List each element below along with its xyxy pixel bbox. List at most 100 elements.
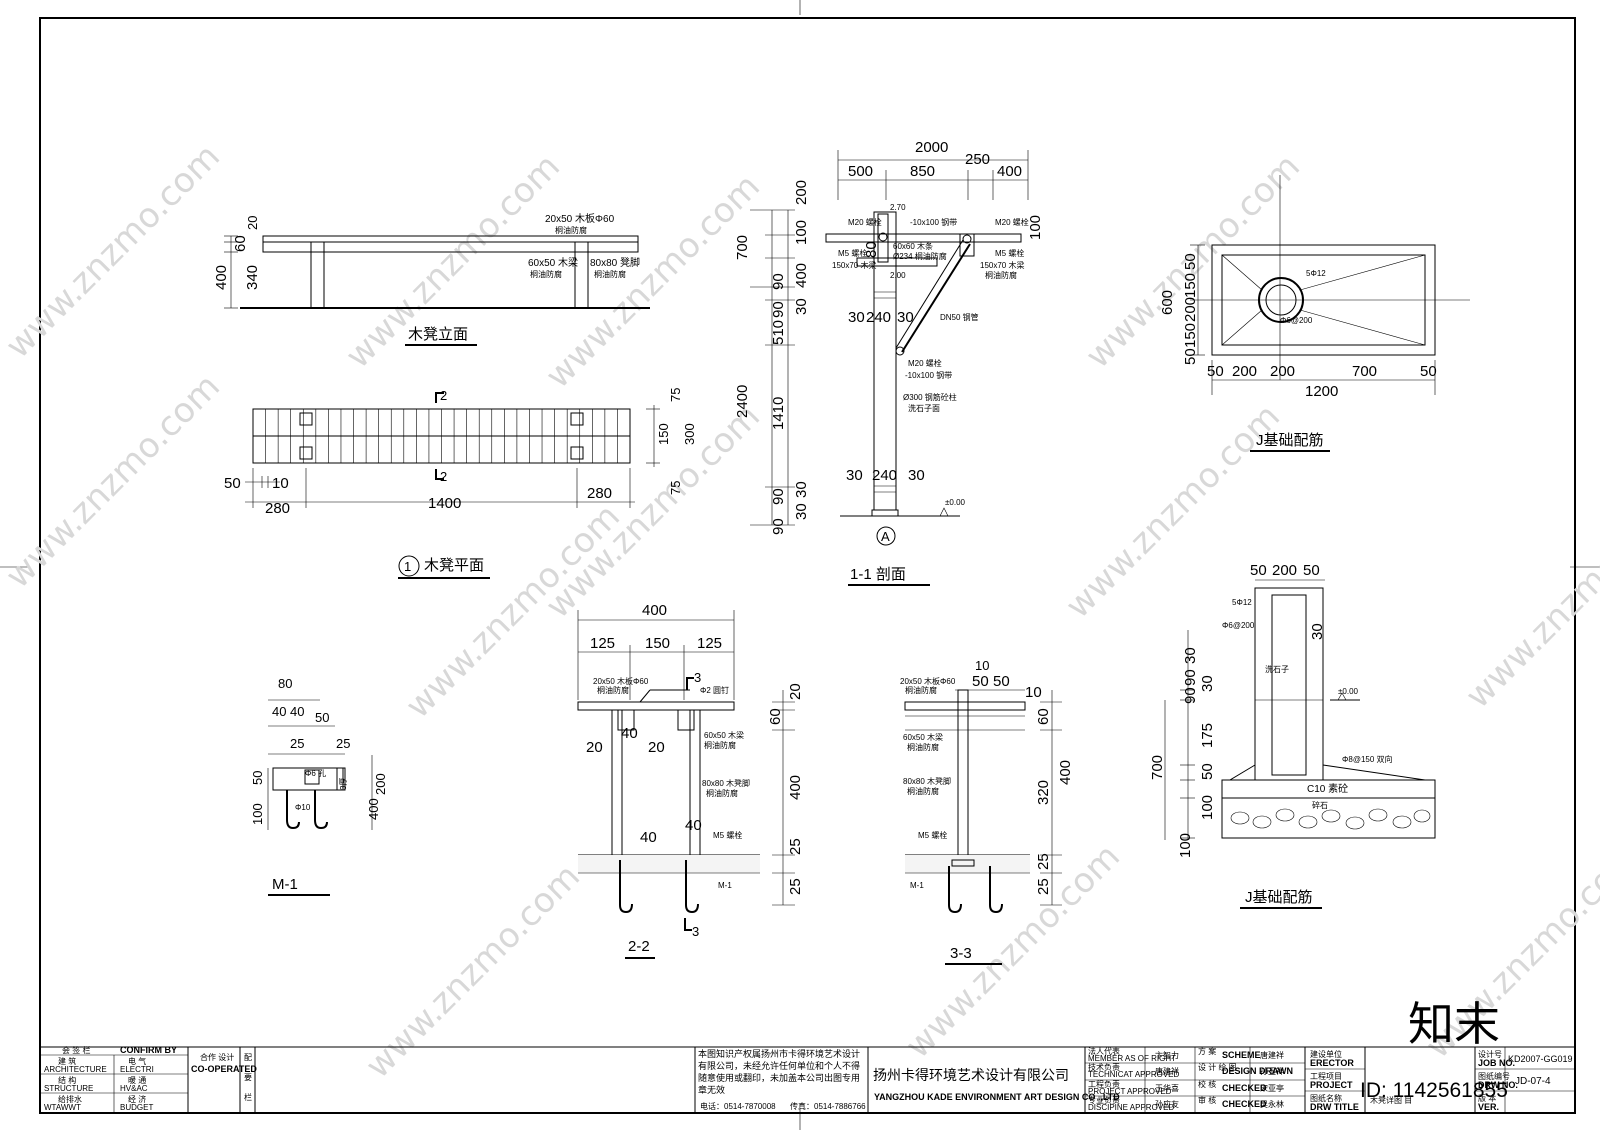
material-note: 桐油防腐 bbox=[907, 742, 939, 752]
dim-label: 700 bbox=[1352, 363, 1377, 380]
role-cell: 校 核 bbox=[1198, 1079, 1216, 1089]
material-note: 80x80 木凳脚 bbox=[702, 778, 750, 788]
material-note: 60x50 木梁 bbox=[528, 256, 578, 269]
tb-label: 电 气 bbox=[128, 1056, 146, 1066]
role-cell: 方 案 bbox=[1198, 1046, 1216, 1056]
dim-label: 400 bbox=[213, 265, 230, 290]
section-2-2-view: 400 125 150 125 20 60 400 25 25 40 20 20 bbox=[577, 602, 804, 959]
dim-label: 50 bbox=[1182, 253, 1199, 270]
dim-label: 50 bbox=[1182, 348, 1199, 365]
view-title: 2-2 bbox=[628, 938, 650, 955]
tb-label: 暖 通 bbox=[128, 1075, 146, 1085]
section-mark: 2 bbox=[440, 388, 447, 403]
section-mark: 2 bbox=[440, 469, 447, 484]
role-cell: 宋亚亭 bbox=[1260, 1083, 1284, 1093]
dim-label: 400 bbox=[642, 602, 667, 619]
tb-label: 建设单位 bbox=[1310, 1049, 1342, 1059]
dim-label: 2.00 bbox=[890, 271, 906, 280]
gravel-hatch bbox=[1230, 808, 1431, 830]
dim-label: 90 bbox=[1182, 669, 1199, 686]
job-number: KD2007-GG019 bbox=[1508, 1054, 1573, 1064]
dim-label: 500 bbox=[848, 163, 873, 180]
view-index: 1 bbox=[404, 559, 411, 574]
section-mark: 3 bbox=[692, 924, 699, 939]
role-cell: 唐建祥 bbox=[1260, 1050, 1284, 1060]
material-note: 洗石子面 bbox=[908, 403, 940, 413]
material-note: 桐油防腐 bbox=[985, 270, 1017, 280]
dim-label: 20 bbox=[648, 739, 665, 756]
dim-label: 400 bbox=[366, 798, 381, 820]
watermark-text: www.znzmo.com bbox=[538, 166, 768, 396]
role-cell: TECHNICAT APPROVED bbox=[1088, 1070, 1180, 1079]
dim-label: 340 bbox=[244, 265, 261, 290]
dim-label: 100 bbox=[250, 803, 265, 825]
dim-label: 1410 bbox=[770, 397, 787, 430]
dim-label: 25 bbox=[1035, 853, 1052, 870]
material-note: Ø300 钢筋砼柱 bbox=[903, 392, 957, 402]
ground-hatch bbox=[578, 855, 760, 874]
material-note: 20x50 木板Φ60 bbox=[545, 212, 615, 225]
dim-label: 30 bbox=[846, 467, 863, 484]
tb-label: BUDGET bbox=[120, 1103, 153, 1112]
view-title: J基础配筋 bbox=[1245, 889, 1313, 906]
dim-label: 100 bbox=[1027, 215, 1044, 240]
view-title: M-1 bbox=[272, 876, 298, 893]
role-cell: 唐建祥 bbox=[1155, 1066, 1179, 1076]
dim-label: 2400 bbox=[734, 385, 751, 418]
material-note: Φ2 圆钉 bbox=[700, 685, 729, 695]
dim-label: 90 bbox=[770, 488, 787, 505]
tb-label: 栏 bbox=[244, 1092, 252, 1102]
dim-label: 150 bbox=[656, 423, 671, 445]
dim-label: 175 bbox=[1199, 723, 1216, 748]
dim-label: 400 bbox=[997, 163, 1022, 180]
dim-label: 30 bbox=[793, 298, 810, 315]
dim-label: 150 bbox=[645, 635, 670, 652]
dim-label: 90 bbox=[770, 301, 787, 318]
dim-label: 1200 bbox=[1305, 383, 1338, 400]
dim-label: 240 bbox=[866, 309, 891, 326]
dim-label: 60 bbox=[1035, 708, 1052, 725]
dim-label: 10 bbox=[975, 658, 989, 673]
material-note: Φ6@200 bbox=[1280, 316, 1313, 325]
dim-label: 25 bbox=[1035, 878, 1052, 895]
material-note: M20 螺栓 bbox=[848, 217, 882, 227]
dim-label: 25 bbox=[787, 838, 804, 855]
dim-label: 80 bbox=[278, 676, 292, 691]
dim-label: 510 bbox=[770, 320, 787, 345]
tb-label: 给排水 bbox=[58, 1094, 82, 1104]
material-note: ±0.00 bbox=[1338, 687, 1359, 696]
watermark-text: www.znzmo.com bbox=[358, 856, 588, 1086]
tb-label: 图纸编号 bbox=[1478, 1071, 1510, 1081]
tb-label: 图纸名称 bbox=[1310, 1093, 1342, 1103]
dim-label: 2.70 bbox=[890, 203, 906, 212]
material-note: Φ6 孔 bbox=[305, 769, 326, 778]
section-3-3-view: 10 50 50 10 60 320 400 25 25 20x50 木板Φ60… bbox=[900, 658, 1074, 965]
dim-label: 1400 bbox=[428, 495, 461, 512]
tb-label: 设计号 bbox=[1478, 1049, 1502, 1059]
role-cell: 吴永林 bbox=[1260, 1099, 1284, 1109]
company-name-en: YANGZHOU KADE ENVIRONMENT ART DESIGN CO … bbox=[874, 1092, 1120, 1102]
tb-label: 传真：0514-7886766 bbox=[790, 1101, 866, 1111]
dim-label: 30 bbox=[848, 309, 865, 326]
view-title: J基础配筋 bbox=[1256, 432, 1324, 449]
material-note: Φ10 bbox=[295, 803, 311, 812]
material-note: 桐油防腐 bbox=[905, 685, 937, 695]
material-note: M-1 bbox=[718, 881, 732, 890]
material-note: 桐油防腐 bbox=[706, 788, 738, 798]
material-note: M20 螺栓 bbox=[995, 217, 1029, 227]
material-note: 洗石子 bbox=[1265, 664, 1289, 674]
tb-label: 版 本 bbox=[1478, 1093, 1496, 1103]
dim-label: 200 bbox=[373, 773, 388, 795]
role-cell: MEMBER AS OF RIGHT bbox=[1088, 1054, 1176, 1063]
role-cell: 设 计 绘 图 bbox=[1198, 1062, 1237, 1072]
brand-id-text: ID: 1142561855 bbox=[1360, 1079, 1508, 1102]
tb-label: 经 济 bbox=[128, 1094, 146, 1104]
dim-label: 30 bbox=[793, 503, 810, 520]
dim-label: 80 bbox=[863, 241, 880, 258]
material-note: C10 素砼 bbox=[1307, 782, 1348, 795]
material-note: Ø234 桐油防腐 bbox=[893, 251, 947, 261]
role-cell: SCHEME bbox=[1222, 1050, 1261, 1060]
dim-label: 20 bbox=[586, 739, 603, 756]
dim-label: 60 bbox=[767, 708, 784, 725]
